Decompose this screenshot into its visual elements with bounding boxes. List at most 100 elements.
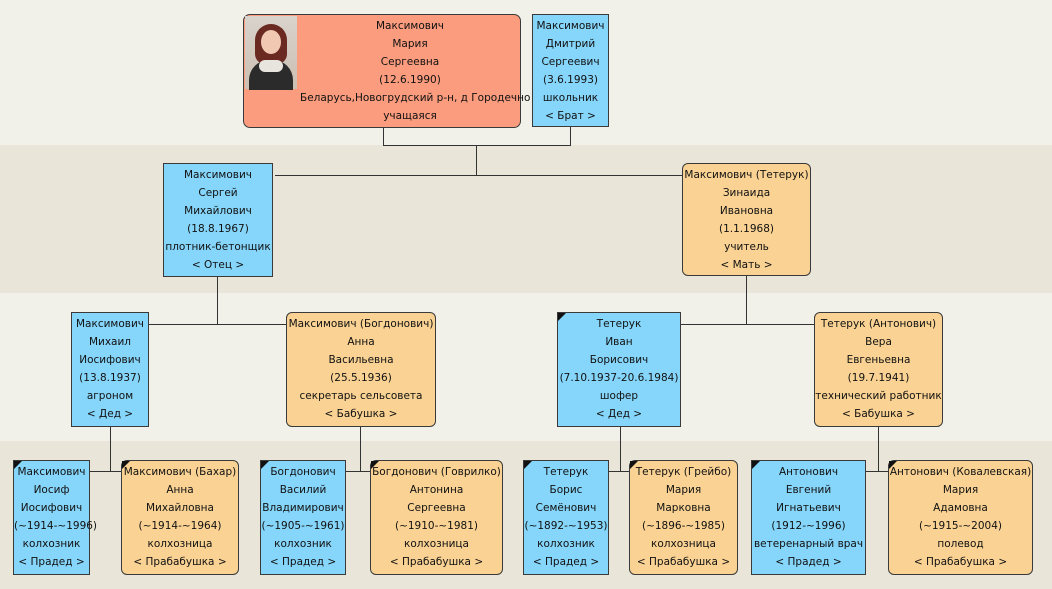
person-relation: < Мать >: [720, 259, 773, 271]
person-dates: (7.10.1937-20.6.1984): [559, 372, 679, 384]
person-patronymic: Михайловна: [146, 502, 214, 514]
person-occupation: колхозница: [404, 538, 469, 550]
person-relation: < Бабушка >: [324, 408, 398, 420]
person-given-name: Зинаида: [722, 187, 771, 199]
person-occupation: колхозница: [651, 538, 716, 550]
person-relation: < Прадед >: [532, 556, 600, 568]
person-patronymic: Васильевна: [328, 354, 394, 366]
record-marker-icon: [524, 461, 532, 469]
person-relation: < Прабабушка >: [913, 556, 1008, 568]
person-surname: Богдонович: [270, 466, 336, 478]
person-occupation: школьник: [542, 92, 599, 104]
person-occupation: шофер: [599, 390, 639, 402]
person-given-name: Мария: [942, 484, 979, 496]
person-dates: (1.1.1968): [719, 223, 774, 235]
person-given-name: Антонина: [409, 484, 464, 496]
person-dates: (~1905-~1961): [261, 520, 345, 532]
person-surname: Максимович: [17, 466, 86, 478]
person-occupation: колхозница: [147, 538, 213, 550]
person-patronymic: Ивановна: [719, 205, 774, 217]
person-dates: (12.6.1990): [379, 74, 441, 86]
person-dates: (~1896-~1985): [641, 520, 726, 532]
person-surname: Антонович: [778, 466, 839, 478]
person-surname: Тетерук: [543, 466, 589, 478]
person-given-name: Анна: [347, 336, 375, 348]
person-surname: Максимович (Богдонович): [288, 318, 434, 330]
person-given-name: Вера: [865, 336, 892, 348]
person-patronymic: Михайлович: [184, 205, 252, 217]
person-surname: Антонович (Ковалевская): [889, 466, 1032, 478]
record-marker-icon: [14, 461, 22, 469]
person-occupation: секретарь сельсовета: [299, 390, 423, 402]
person-surname: Максимович (Тетерук): [684, 169, 809, 181]
person-dates: (18.8.1967): [187, 223, 249, 235]
person-given-name: Борис: [549, 484, 583, 496]
person-given-name: Мария: [392, 38, 428, 50]
record-marker-icon: [122, 461, 130, 469]
person-patronymic: Марковна: [656, 502, 711, 514]
person-relation: < Бабушка >: [842, 408, 915, 420]
record-marker-icon: [261, 461, 269, 469]
person-given-name: Михаил: [88, 336, 132, 348]
person-occupation: ветеренарный врач: [753, 538, 864, 550]
person-relation: < Отец >: [191, 259, 245, 271]
person-dates: (13.8.1937): [79, 372, 141, 384]
person-patronymic: Борисович: [589, 354, 649, 366]
person-relation: < Прабабушка >: [636, 556, 731, 568]
person-relation: < Прабабушка >: [389, 556, 484, 568]
person-surname: Тетерук (Грейбо): [635, 466, 732, 478]
person-occupation: колхозник: [274, 538, 332, 550]
person-patronymic: Сергеевич: [541, 56, 600, 68]
person-relation: < Брат >: [545, 110, 596, 122]
person-occupation: колхозник: [537, 538, 595, 550]
person-relation: < Прабабушка >: [133, 556, 227, 568]
person-occupation: учитель: [724, 241, 769, 253]
person-dates: (~1892-~1953): [524, 520, 608, 532]
person-dates: (25.5.1936): [330, 372, 392, 384]
person-dates: (~1914-~1996): [14, 520, 98, 532]
record-marker-icon: [889, 461, 897, 469]
person-surname: Максимович: [76, 318, 144, 330]
person-dates: (19.7.1941): [847, 372, 910, 384]
person-surname: Максимович: [536, 20, 605, 32]
generation-band-2: [0, 145, 1052, 293]
record-marker-icon: [752, 461, 760, 469]
person-dates: (~1915-~2004): [918, 520, 1003, 532]
person-relation: < Дед >: [595, 408, 643, 420]
person-patronymic: Сергеевна: [407, 502, 466, 514]
person-patronymic: Адамовна: [933, 502, 988, 514]
record-marker-icon: [558, 313, 566, 321]
person-patronymic: Евгеньевна: [846, 354, 911, 366]
person-dates: (3.6.1993): [543, 74, 598, 86]
person-patronymic: Игнатьевич: [776, 502, 841, 514]
person-occupation: технический работник: [815, 390, 942, 402]
person-given-name: Мария: [665, 484, 702, 496]
person-occupation: агроном: [86, 390, 134, 402]
person-surname: Максимович: [184, 169, 252, 181]
person-relation: < Прадед >: [18, 556, 85, 568]
record-marker-icon: [371, 461, 379, 469]
person-occupation: Беларусь,Новогрудский р-н, д Городечно: [300, 92, 531, 104]
person-patronymic: Семёнович: [535, 502, 597, 514]
person-dates: (~1914-~1964): [138, 520, 222, 532]
person-relation: учащаяся: [383, 110, 437, 122]
person-dates: (~1910-~1981): [394, 520, 479, 532]
person-occupation: полевод: [937, 538, 984, 550]
